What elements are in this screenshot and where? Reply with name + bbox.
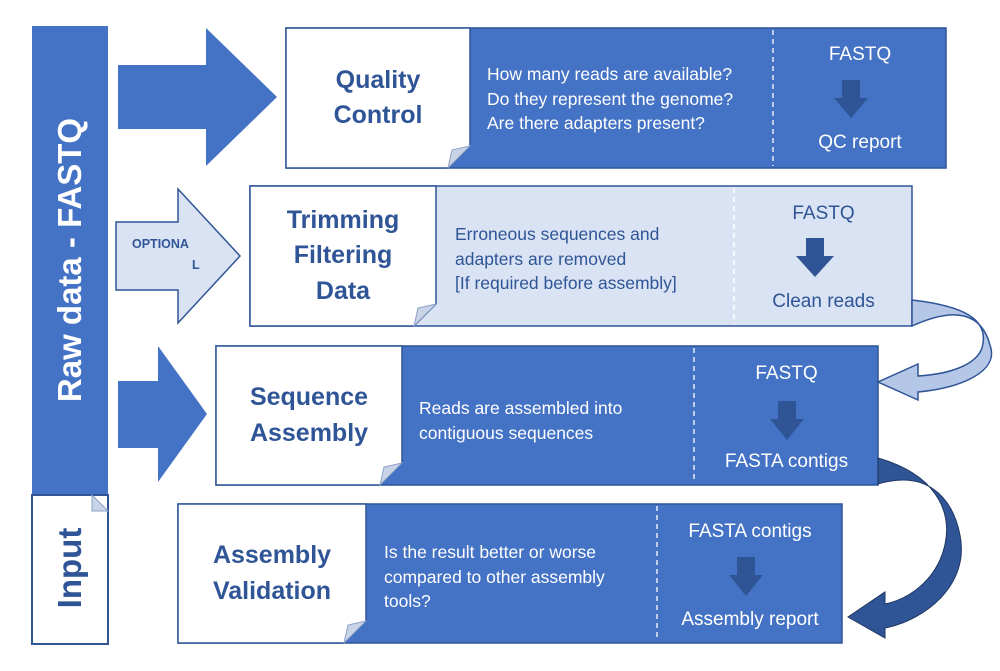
assembly-description: Reads are assembled into contiguous sequ… bbox=[419, 398, 623, 443]
qc-description: How many reads are available? Do they re… bbox=[487, 64, 734, 133]
input-box-fold bbox=[91, 493, 110, 512]
assembly-output: FASTA contigs bbox=[724, 451, 849, 472]
optional-label: OPTIONA L bbox=[132, 237, 200, 273]
trimming-output: Clean reads bbox=[772, 291, 875, 312]
qc-output: QC report bbox=[818, 132, 902, 153]
assembly-title-fold bbox=[379, 462, 404, 487]
assembly-down-arrow bbox=[770, 401, 804, 440]
trimming-title-fold bbox=[413, 303, 438, 328]
validation-input: FASTA contigs bbox=[688, 521, 812, 542]
validation-output: Assembly report bbox=[681, 609, 819, 630]
trimming-down-arrow bbox=[796, 238, 834, 277]
validation-description: Is the result better or worse compared t… bbox=[384, 542, 605, 611]
input-label: Input bbox=[51, 527, 88, 609]
curve-arrow-assembly-to-validation bbox=[847, 457, 962, 639]
arrow-raw-to-assembly bbox=[118, 346, 207, 482]
trimming-description: Erroneous sequences and adapters are rem… bbox=[455, 224, 677, 293]
raw-data-label: Raw data - FASTQ bbox=[51, 117, 88, 403]
qc-input: FASTQ bbox=[828, 44, 892, 65]
input-box bbox=[31, 494, 109, 645]
qc-down-arrow bbox=[834, 80, 868, 118]
validation-down-arrow bbox=[729, 557, 763, 596]
arrow-optional-to-trimming bbox=[115, 187, 242, 325]
curve-arrow-trimming-to-assembly bbox=[876, 299, 993, 402]
qc-title-fold bbox=[447, 145, 472, 170]
assembly-input: FASTQ bbox=[755, 363, 818, 384]
raw-data-bar bbox=[32, 26, 108, 495]
validation-title-fold bbox=[343, 620, 368, 645]
arrow-raw-to-qc bbox=[118, 28, 277, 166]
trimming-input: FASTQ bbox=[792, 203, 855, 224]
